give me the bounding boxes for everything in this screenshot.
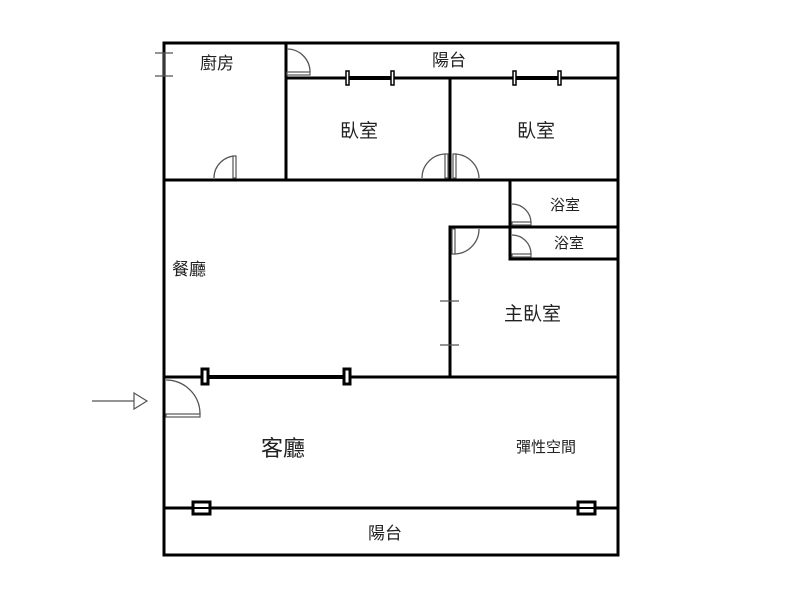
window-post <box>345 70 350 86</box>
outer-wall <box>162 41 620 557</box>
bathroom-2-door[interactable] <box>511 234 532 258</box>
kitchen-door[interactable] <box>213 155 237 179</box>
room-label-bedroom-1: 臥室 <box>340 120 378 142</box>
entrance-arrow-icon <box>92 391 149 411</box>
room-label-bedroom-2: 臥室 <box>517 120 555 142</box>
room-label-balcony-bottom: 陽台 <box>368 524 402 544</box>
room-label-living: 客廳 <box>261 437 305 462</box>
window-post <box>390 70 395 86</box>
bathroom-1-door[interactable] <box>511 203 532 226</box>
room-label-bathroom-1: 浴室 <box>550 196 580 214</box>
room-label-master-bedroom: 主臥室 <box>504 303 561 325</box>
room-label-kitchen: 廚房 <box>200 53 234 74</box>
window-post <box>342 367 352 386</box>
bedroom-1-door[interactable] <box>421 153 449 179</box>
room-label-balcony-top: 陽台 <box>432 51 466 71</box>
master-bedroom-door[interactable] <box>451 228 480 255</box>
entrance-door[interactable] <box>165 379 201 418</box>
room-label-flexible-space: 彈性空間 <box>516 438 576 456</box>
room-label-dining: 餐廳 <box>172 260 206 280</box>
balcony-top-door[interactable] <box>286 48 311 76</box>
window-post <box>200 367 210 386</box>
window-post <box>512 70 517 86</box>
bedroom-2-door[interactable] <box>452 153 480 179</box>
room-label-bathroom-2: 浴室 <box>554 234 584 252</box>
window-post <box>557 70 562 86</box>
